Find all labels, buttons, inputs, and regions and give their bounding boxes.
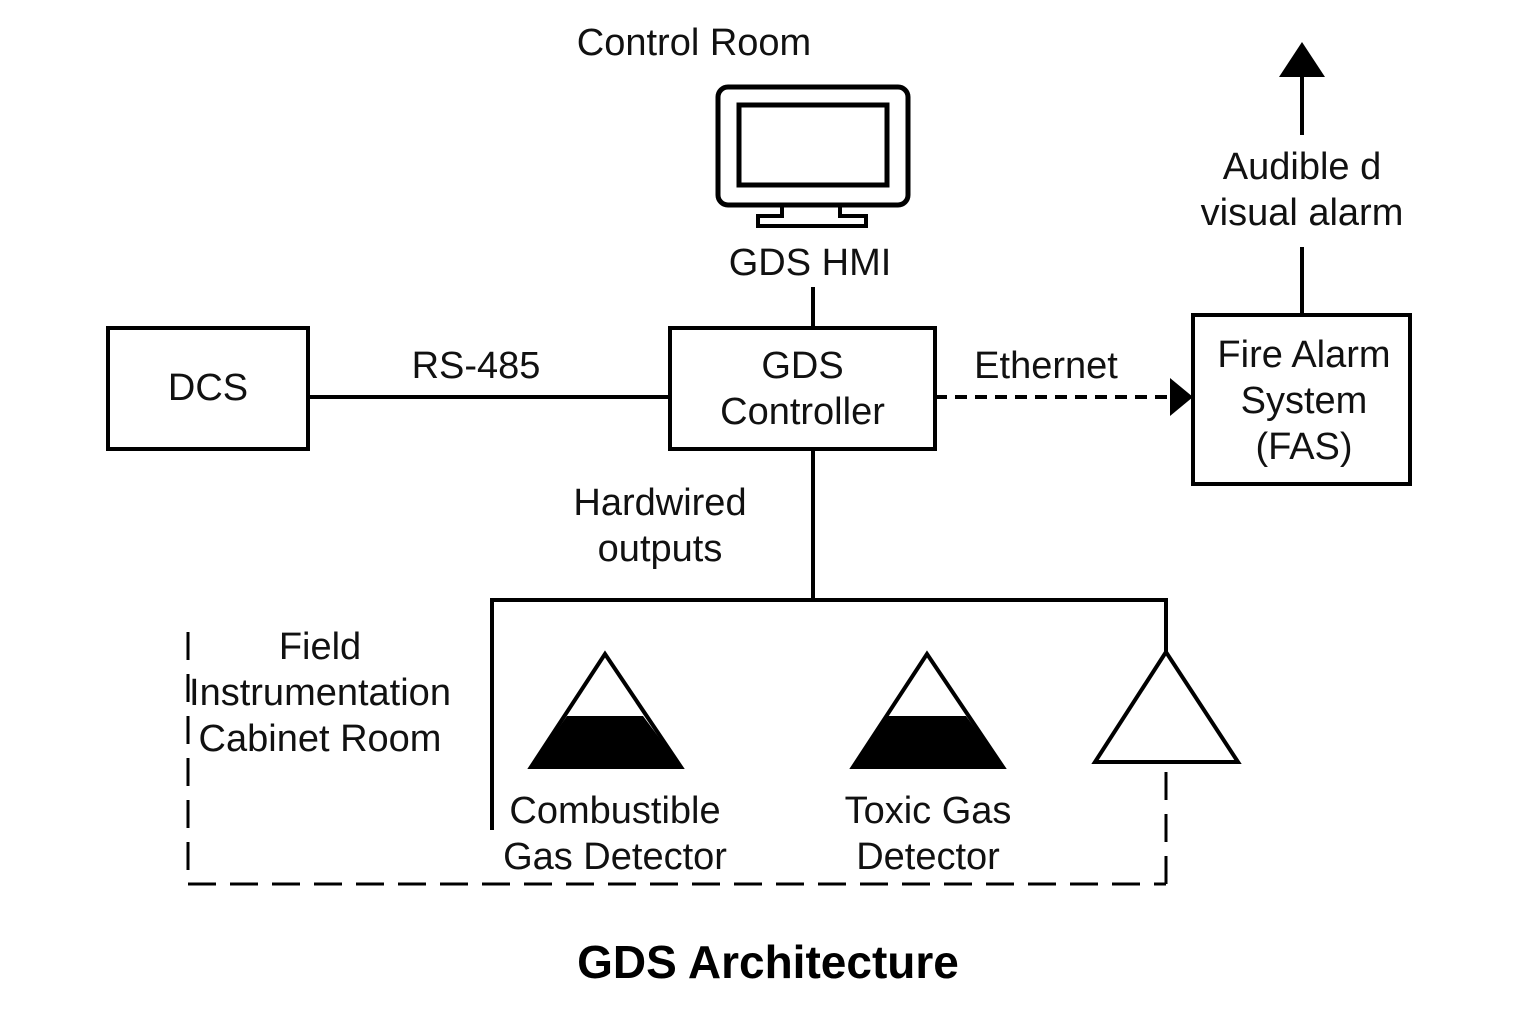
gds-controller-line1: GDS — [761, 345, 844, 387]
diagram-title: GDS Architecture — [577, 936, 959, 988]
hmi-label: GDS HMI — [728, 242, 892, 284]
field-room-line3: Cabinet Room — [198, 718, 442, 760]
alarm-label: Audible d visual alarm — [1172, 144, 1432, 236]
gds-controller-label[interactable]: GDS Controller — [670, 343, 935, 435]
gds-controller-box[interactable] — [668, 326, 937, 451]
ethernet-arrowhead — [1170, 378, 1193, 416]
toxic-line2: Detector — [856, 836, 1000, 878]
hardwired-line2: outputs — [597, 528, 723, 570]
combustible-line1: Combustible — [509, 790, 721, 832]
hardwired-label: Hardwired outputs — [540, 480, 780, 572]
toxic-detector-label: Toxic Gas Detector — [808, 788, 1048, 880]
hardwired-line1: Hardwired — [573, 482, 747, 524]
combustible-detector-icon — [527, 650, 685, 769]
field-room-boundary — [186, 632, 1168, 886]
fas-box[interactable] — [1191, 313, 1412, 486]
ethernet-label: Ethernet — [974, 345, 1118, 387]
alarm-line2: visual alarm — [1200, 192, 1404, 234]
fas-line2: System — [1240, 380, 1368, 422]
combustible-detector-label: Combustible Gas Detector — [490, 788, 740, 880]
rs485-label: RS-485 — [411, 345, 541, 387]
hardwired-bus — [490, 449, 1168, 830]
field-room-line1: Field — [278, 626, 362, 668]
fas-line1: Fire Alarm — [1217, 334, 1391, 376]
alarm-line1: Audible d — [1222, 146, 1382, 188]
alarm-arrow — [1279, 42, 1325, 315]
combustible-line2: Gas Detector — [503, 836, 727, 878]
toxic-detector-icon — [849, 650, 1007, 769]
dcs-box[interactable] — [106, 326, 310, 451]
gds-controller-line2: Controller — [720, 391, 885, 433]
field-room-line2: Instrumentation — [189, 672, 451, 714]
fas-line3: (FAS) — [1255, 426, 1353, 468]
control-room-label: Control Room — [576, 22, 812, 64]
monitor-icon — [715, 84, 911, 228]
dcs-label[interactable]: DCS — [167, 367, 249, 409]
field-room-label: Field Instrumentation Cabinet Room — [180, 624, 460, 762]
fas-label[interactable]: Fire Alarm System (FAS) — [1193, 332, 1415, 470]
empty-triangle-icon — [1091, 648, 1242, 764]
toxic-line1: Toxic Gas — [844, 790, 1012, 832]
